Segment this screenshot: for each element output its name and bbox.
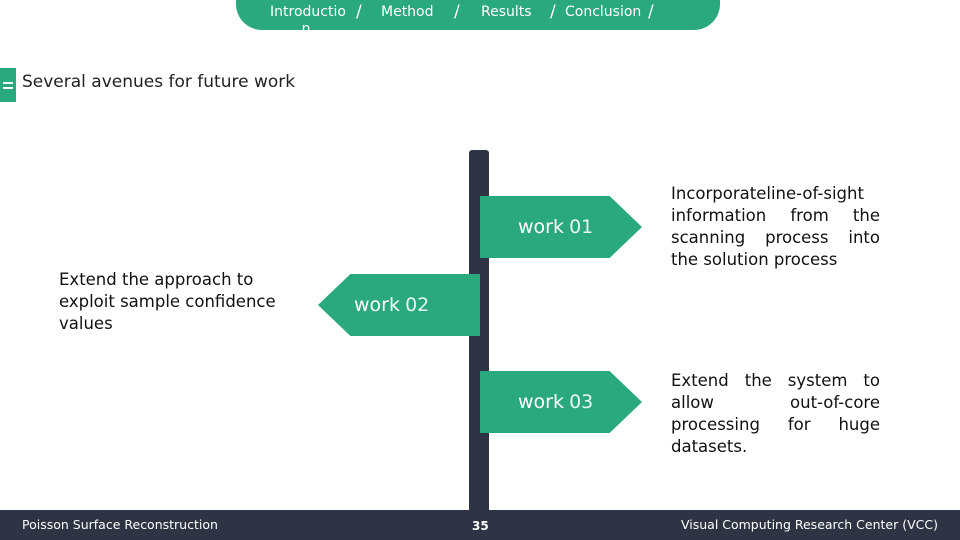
sign-number: 01	[569, 216, 594, 238]
sign-number: 02	[405, 294, 430, 316]
signpost-work-03: work 03	[480, 371, 642, 433]
footer-organization: Visual Computing Research Center (VCC)	[680, 517, 938, 532]
nav-item-results[interactable]: Results	[481, 4, 532, 20]
nav-item-introduction[interactable]: Introductio n	[270, 4, 346, 37]
nav-item-method[interactable]: Method	[381, 4, 434, 20]
work-03-description: Extend the system to allow out-of-core p…	[671, 371, 880, 456]
nav-separator: /	[356, 2, 362, 22]
footer-bar: Poisson Surface Reconstruction 35 Visual…	[0, 510, 960, 540]
work-01-description: Incorporateline-of-sight information fro…	[671, 184, 880, 269]
sign-number: 03	[569, 391, 594, 413]
nav-item-conclusion[interactable]: Conclusion	[565, 4, 642, 20]
page-number: 35	[472, 519, 489, 533]
sign-label: work	[518, 391, 564, 413]
sign-label: work	[518, 216, 564, 238]
nav-separator: /	[550, 2, 556, 22]
work-02-description: Extend the approach to exploit sample co…	[59, 270, 276, 333]
footer-title: Poisson Surface Reconstruction	[22, 517, 218, 532]
page-heading: Several avenues for future work	[22, 72, 296, 92]
nav-separator: /	[454, 2, 460, 22]
nav-separator: /	[648, 2, 654, 22]
sign-label: work	[354, 294, 400, 316]
top-navigation: Introductio n / Method / Results / Concl…	[236, 0, 720, 37]
section-marker-icon	[0, 68, 16, 102]
signpost-work-02: work 02	[318, 274, 480, 336]
signpost-work-01: work 01	[480, 196, 642, 258]
